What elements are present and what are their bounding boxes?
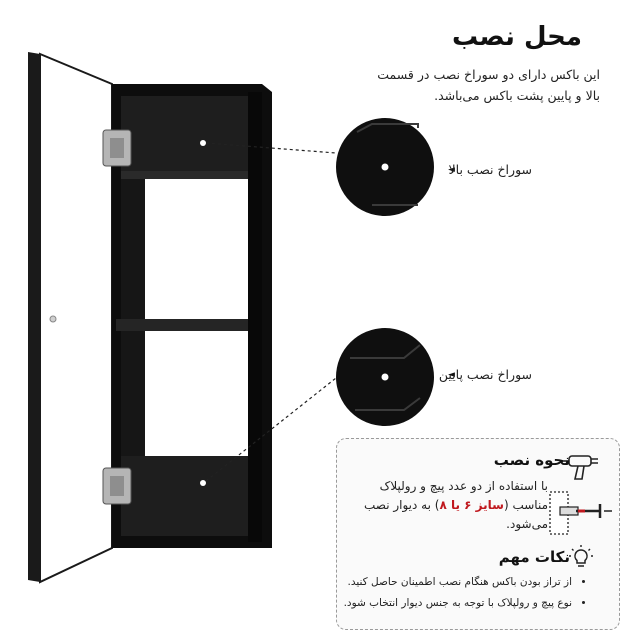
top-mount-hole [200,140,206,146]
installation-text: با استفاده از دو عدد پیچ و رولپلاک مناسب… [348,477,548,534]
cabinet-door [28,52,113,584]
screw-size-note: سایز ۶ یا ۸ [439,498,504,512]
top-hole-zoom [336,118,434,216]
top-label-marker-icon: ◄ [448,165,455,175]
tips-title: نکات مهم [498,548,570,566]
installation-text-before: با استفاده از دو عدد پیچ و رولپلاک مناسب… [379,479,548,512]
bottom-mount-hole [200,480,206,486]
bottom-label-marker-icon: ◄ [448,370,455,380]
bottom-hole-label: سوراخ نصب پایین [438,367,532,382]
drill-icon [562,455,598,480]
tips-list: از تراز بودن باکس هنگام نصب اطمینان حاصل… [322,572,588,614]
top-hole-label: سوراخ نصب بالا [448,162,532,177]
door-knob [49,315,57,323]
bottom-hole-zoom [336,328,434,426]
page-title: محل نصب [452,22,582,52]
tip-item: نوع پیچ و رولپلاک با توجه به جنس دیوار ا… [322,593,572,614]
info-box [336,438,620,630]
installation-text-after: ) به دیوار نصب می‌شود. [364,498,548,531]
middle-shelf [116,319,248,331]
bottom-leader-line [205,377,337,482]
top-leader-line [205,142,337,154]
bottom-hinge [102,467,132,505]
page-description: این باکس دارای دو سوراخ نصب در قسمت بالا… [377,67,600,103]
tip-item: از تراز بودن باکس هنگام نصب اطمینان حاصل… [322,572,572,593]
lightbulb-icon [569,545,593,567]
top-hinge [102,129,132,167]
cabinet-body [112,84,272,548]
screw-wall-icon [549,491,612,535]
installation-title: نحوه نصب [493,451,570,469]
